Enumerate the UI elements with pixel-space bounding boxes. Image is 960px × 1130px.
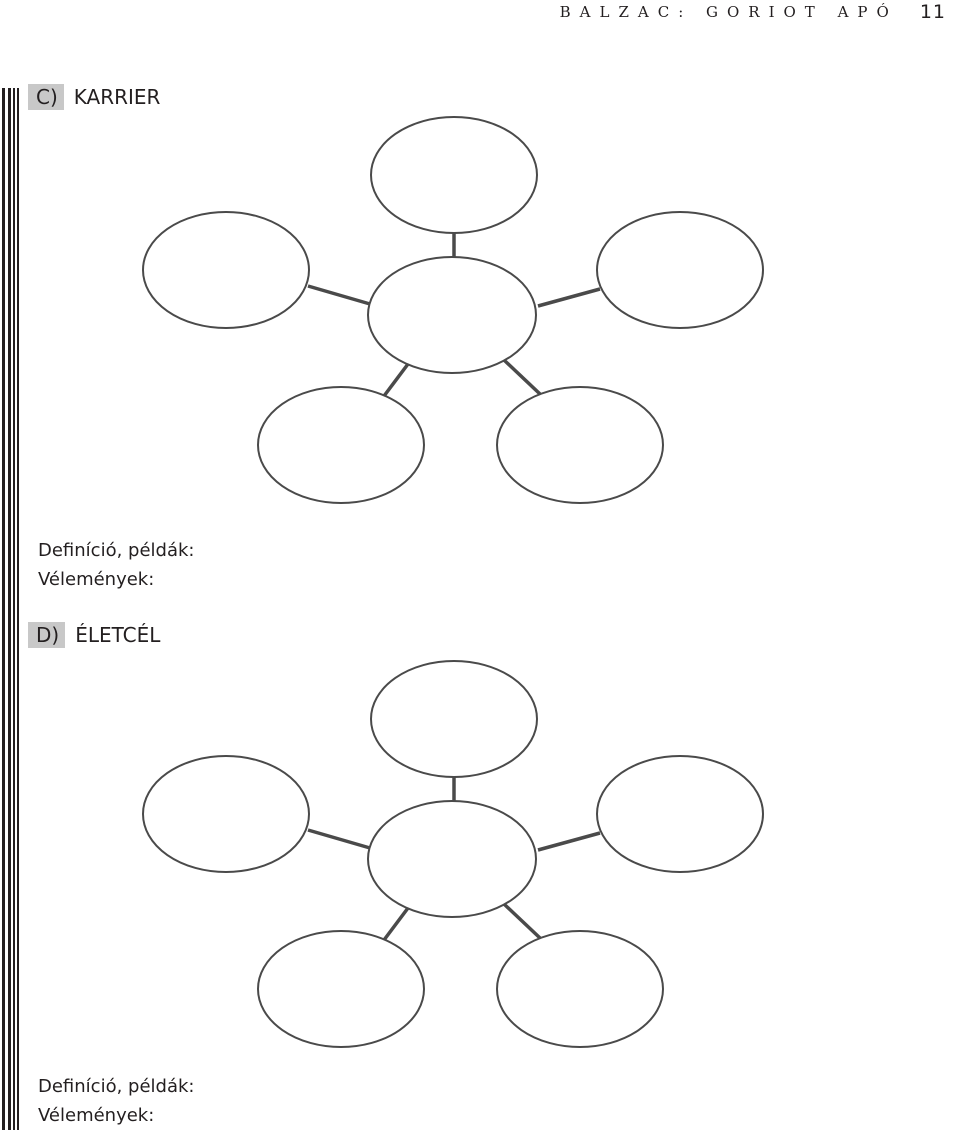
connector-line — [537, 287, 601, 308]
opinions-label: Vélemények: — [38, 569, 155, 590]
bottom-left-bubble[interactable] — [257, 386, 425, 504]
margin-bar — [2, 88, 5, 1130]
definition-label: Definíció, példák: — [38, 540, 195, 561]
mind-map-eletcel — [142, 660, 764, 1048]
connector-line — [307, 284, 371, 306]
center-bubble[interactable] — [367, 800, 537, 918]
running-title: BALZAC: GORIOT APÓ — [559, 3, 898, 21]
margin-bar — [17, 88, 19, 1130]
margin-decoration — [0, 88, 20, 1130]
connector-line — [502, 902, 542, 940]
section-heading-c: C) KARRIER — [28, 84, 160, 110]
left-bubble[interactable] — [142, 211, 310, 329]
connector-line — [537, 831, 601, 852]
bottom-right-bubble[interactable] — [496, 386, 664, 504]
mind-map-karrier — [142, 116, 764, 504]
page-number: 11 — [919, 1, 946, 23]
margin-bar — [8, 88, 11, 1130]
top-bubble[interactable] — [370, 116, 538, 234]
bottom-right-bubble[interactable] — [496, 930, 664, 1048]
connector-line — [382, 362, 410, 398]
section-letter: C) — [28, 84, 64, 110]
notes-d: Definíció, példák: Vélemények: — [38, 1072, 194, 1130]
top-bubble[interactable] — [370, 660, 538, 778]
right-bubble[interactable] — [596, 211, 764, 329]
opinions-label: Vélemények: — [38, 1105, 155, 1126]
center-bubble[interactable] — [367, 256, 537, 374]
left-bubble[interactable] — [142, 755, 310, 873]
definition-label: Definíció, példák: — [38, 1076, 195, 1097]
section-heading-d: D) ÉLETCÉL — [28, 622, 160, 648]
margin-bar — [13, 88, 15, 1130]
section-title: KARRIER — [73, 85, 161, 109]
right-bubble[interactable] — [596, 755, 764, 873]
connector-line — [502, 358, 542, 396]
section-title: ÉLETCÉL — [75, 623, 161, 647]
bottom-left-bubble[interactable] — [257, 930, 425, 1048]
connector-line — [382, 906, 410, 942]
section-letter: D) — [28, 622, 66, 648]
page-header: BALZAC: GORIOT APÓ 11 — [560, 0, 946, 24]
notes-c: Definíció, példák: Vélemények: — [38, 536, 194, 594]
connector-line — [307, 828, 371, 850]
